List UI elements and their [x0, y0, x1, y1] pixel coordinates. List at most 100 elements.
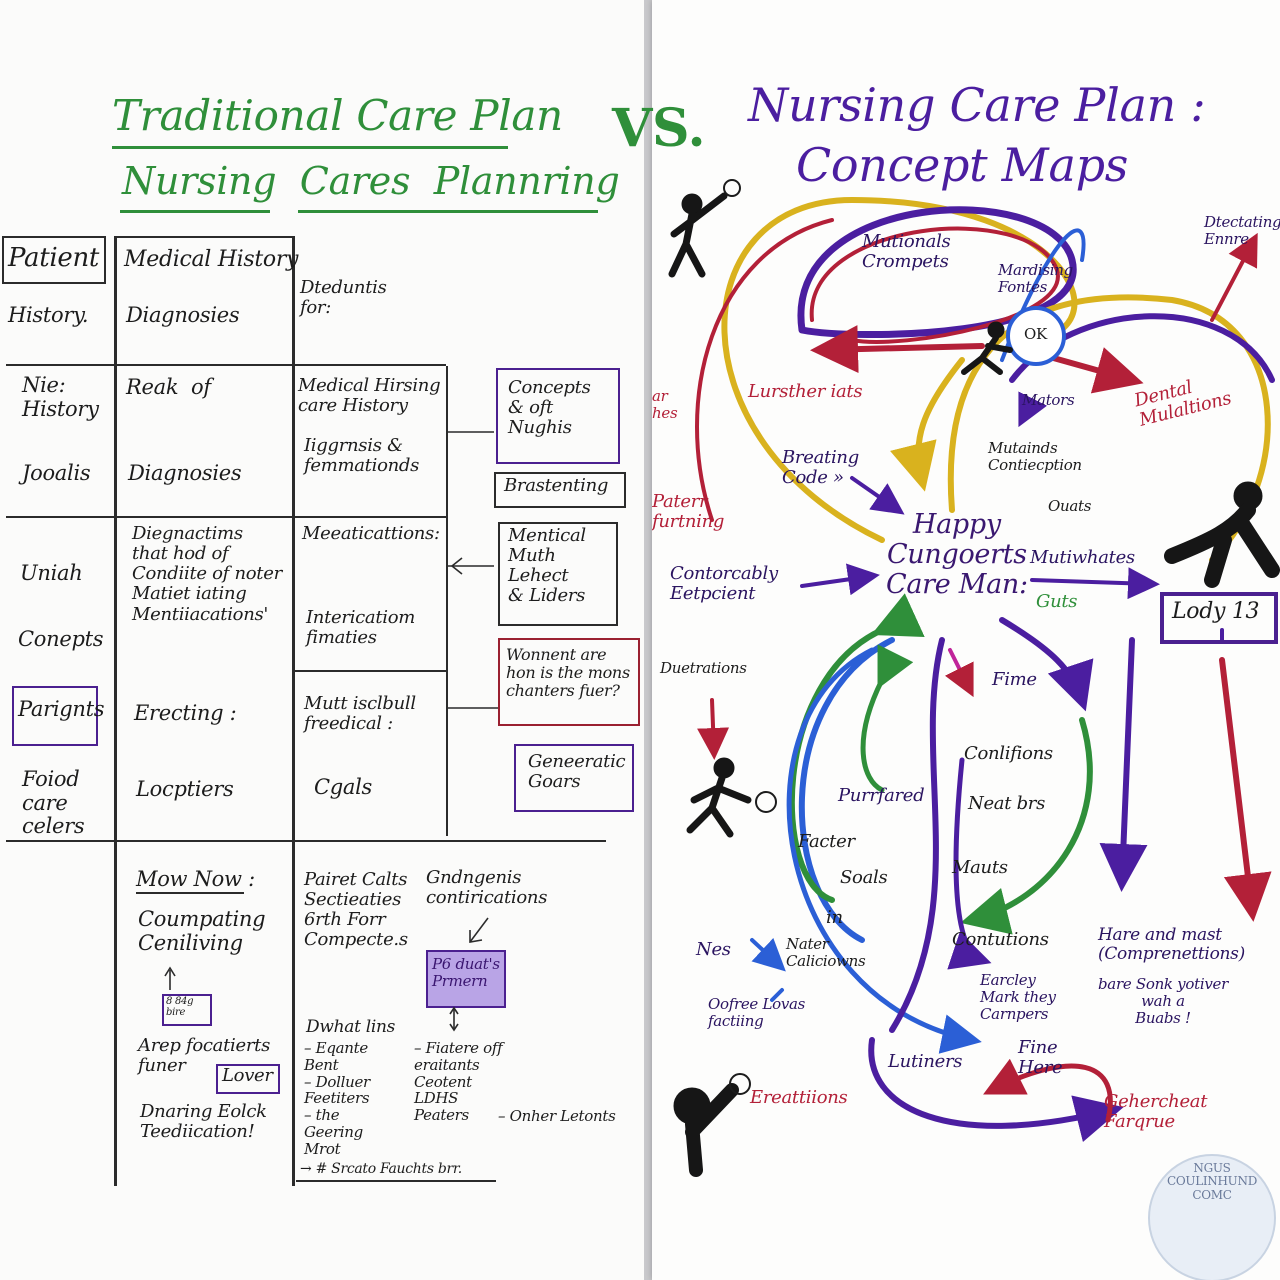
label-mardising: Mardising Fontes — [998, 261, 1073, 296]
grid-vline-3 — [446, 366, 448, 836]
label-mutionals: Mutionals Crompets — [862, 231, 951, 273]
concept-map-arrows — [668, 179, 1280, 1177]
label-ereattiions: Ereattiions — [750, 1087, 848, 1108]
generatic-box — [514, 744, 634, 812]
wonnent-box-text: Wonnent are hon is the mons chanters fue… — [506, 645, 630, 700]
board-divider — [644, 0, 652, 1280]
uniah-label: Uniah — [20, 561, 83, 585]
label-fime: Fime — [992, 669, 1037, 690]
lody-box-label: Lody 13 — [1172, 599, 1260, 624]
label-nes: Nes — [696, 939, 731, 960]
history-label: History. — [8, 303, 89, 327]
coumpating-text: Coumpating Ceniliving — [138, 907, 266, 955]
brastenting-label: Brastenting — [504, 475, 609, 496]
lover-box — [216, 1064, 280, 1094]
grid-hline-top — [116, 236, 292, 238]
grid-hline-2 — [6, 516, 446, 518]
erecting-label: Erecting : — [134, 701, 237, 725]
medical-history-label: Medical History — [124, 247, 299, 272]
mentical-box — [498, 522, 618, 626]
mutt-isclbull-label: Mutt isclbull freedical : — [304, 693, 416, 735]
foiod-care-label: Foiod care celers — [22, 767, 85, 839]
title-underline-2b — [298, 210, 598, 213]
meeaticattions-label: Meeaticattions: — [302, 523, 440, 544]
iiggrnsis-label: Iiggrnsis & femmationds — [304, 435, 420, 477]
label-fine-here: Fine Here — [1018, 1037, 1063, 1079]
label-facter: Facter — [798, 831, 855, 852]
diagnosies-label-2: Diagnosies — [128, 461, 242, 485]
vs-label: VS. — [612, 98, 706, 159]
label-conlifions: Conlifions — [964, 743, 1053, 764]
jooalis-label: Jooalis — [22, 461, 91, 485]
label-oofree: Oofree Lovas factiing — [708, 995, 806, 1030]
parignts-box — [12, 686, 98, 746]
label-paterr: Paterr furtning — [652, 491, 725, 533]
label-detectating: Dtectating Ennre — [1204, 213, 1280, 248]
left-title-line1: Traditional Care Plan — [112, 91, 563, 140]
label-mutainds: Mutainds Contiecption — [988, 439, 1082, 474]
corner-logo — [1148, 1154, 1276, 1280]
traditional-care-plan-board: Traditional Care Plan Nursing Cares Plan… — [0, 0, 644, 1280]
grid-vline-2 — [292, 236, 295, 1186]
label-soals: Soals — [840, 867, 888, 888]
label-ouats: Ouats — [1048, 497, 1092, 515]
brastenting-box — [494, 472, 626, 508]
intericatiom-label: Intericatiom fimaties — [306, 607, 416, 649]
label-neat-brs: Neat brs — [968, 793, 1046, 814]
right-title-line1: Nursing Care Plan : — [748, 78, 1206, 132]
concepts-box-text: Concepts & oft Nughis — [508, 377, 591, 439]
central-concept-label: Happy Cungoerts Care Man: — [886, 509, 1028, 601]
list-right: – Fiatere off eraitants Ceotent LDHS Pea… — [414, 1039, 503, 1125]
label-duetrations: Duetrations — [660, 659, 747, 677]
corner-logo-text: NGUS COULINHUND COMC — [1166, 1161, 1258, 1202]
title-underline-2a — [120, 210, 270, 213]
reak-of-label: Reak of — [126, 375, 211, 399]
label-in: in — [826, 907, 843, 928]
label-earcley: Earcley Mark they Carnpers — [980, 971, 1056, 1023]
label-gehercheat: Gehercheat Farqrue — [1104, 1091, 1208, 1133]
conepts-label: Conepts — [18, 627, 104, 651]
wonnent-box — [498, 638, 640, 726]
locptiers-label: Locptiers — [136, 777, 234, 801]
pairet-calts-text: Pairet Calts Sectieaties 6rth Forr Compe… — [304, 869, 408, 951]
label-ar-hes: ar hes — [652, 387, 678, 422]
mentical-box-text: Mentical Muth Lehect & Liders — [508, 525, 586, 607]
label-contorcably: Contorcably Eetpcient — [670, 563, 778, 605]
label-lursther: Lursther iats — [748, 381, 863, 402]
ok-label: OK — [1024, 325, 1047, 343]
nie-history-label: Nie: History — [22, 373, 99, 421]
parignts-label: Parignts — [18, 697, 105, 721]
left-title-line2: Nursing Cares Plannring — [122, 159, 620, 203]
dwhat-lins-label: Dwhat lins — [306, 1017, 396, 1037]
label-mutiwhates: Mutiwhates — [1030, 547, 1135, 568]
grid-hline-4 — [6, 840, 606, 842]
label-bare-sonk: bare Sonk yotiver wah a Buabs ! — [1098, 975, 1228, 1027]
diagnosies-label-1: Diagnosies — [126, 303, 240, 327]
ok-circle — [1006, 306, 1066, 366]
patient-box — [2, 236, 106, 284]
generatic-box-text: Geneeratic Goars — [528, 751, 626, 793]
dteduntis-label: Dteduntis for: — [300, 277, 387, 319]
lover-label: Lover — [222, 1065, 273, 1086]
grid-hline-5 — [296, 1180, 496, 1182]
patient-label: Patient — [8, 243, 100, 273]
diagnactims-text: Diegnactims that hod of Condiite of note… — [132, 523, 282, 625]
concepts-box — [496, 368, 620, 464]
gndngenis-text: Gndngenis contirications — [426, 867, 548, 909]
footer-note: → # Srcato Fauchts brr. — [300, 1161, 462, 1177]
purple-sticky-note-text: P6 duat's Prmern — [432, 955, 500, 990]
label-guts: Guts — [1036, 591, 1078, 612]
tiny-note-box — [162, 994, 212, 1026]
onher-letonts-label: – Onher Letonts — [498, 1107, 616, 1125]
lody-box — [1160, 592, 1278, 644]
title-underline-1 — [112, 146, 508, 149]
grid-hline-1 — [6, 364, 446, 366]
left-arrows-layer — [164, 431, 498, 1032]
list-left: – Eqante Bent – Dolluer Feetiters – the … — [304, 1039, 370, 1158]
purple-sticky-note — [426, 950, 506, 1008]
label-lutiners: Lutiners — [888, 1051, 963, 1072]
mow-now-underline — [136, 892, 244, 894]
label-nater: Nater Caliciowns — [786, 935, 866, 970]
grid-vline-1 — [114, 236, 117, 1186]
label-breating: Breating Code » — [782, 447, 859, 489]
